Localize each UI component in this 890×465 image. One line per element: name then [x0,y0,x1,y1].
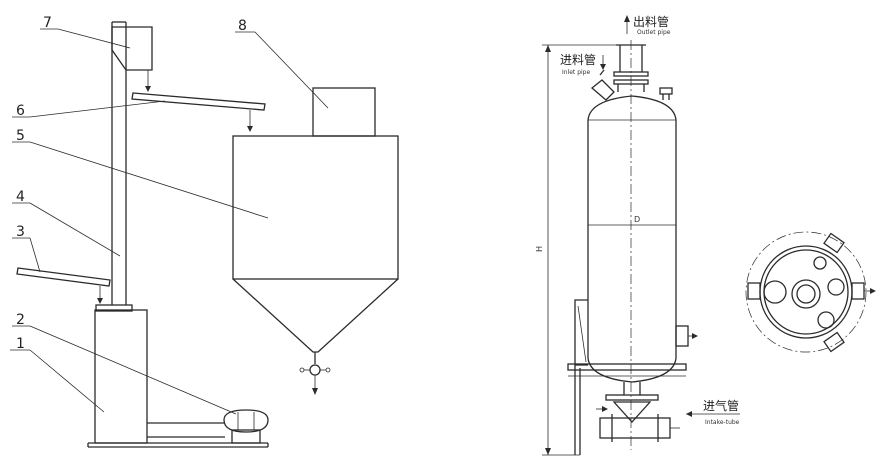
lower-hopper-lip [95,304,133,312]
drive-pipe [147,422,225,438]
plan-right-nozzle [827,278,845,296]
callout-7: 7 [43,15,52,31]
inlet-pipe-label-cn: 进料管 [560,52,596,67]
dim-height-label: H [535,246,544,252]
right-vessel-diagram: H 出料管 Outlet pipe 进料管 Inlet pipe [535,14,740,456]
callout-2: 2 [16,312,25,328]
callout-6: 6 [16,103,25,119]
height-dimension [542,44,640,456]
callout-8: 8 [238,18,247,34]
callout-leaders [10,28,329,415]
vessel-body [587,95,677,383]
component-6-chute [131,92,266,111]
outlet-pipe-label-en: Outlet pipe [637,29,671,36]
base-ring [567,363,687,377]
component-5-tank [232,135,399,364]
inlet-pipe-label-en: Inlet pipe [562,69,590,76]
plan-top-port [813,256,827,270]
intake-assembly [596,382,680,442]
callout-1: 1 [16,336,25,352]
component-4-elevator [111,21,127,305]
callout-5: 5 [16,128,25,144]
left-process-diagram: 1 2 3 4 5 6 7 8 [10,15,399,448]
plan-bottom-port [817,311,835,329]
plan-outer-ring [745,231,867,353]
plan-view [745,231,876,353]
callout-4: 4 [16,189,25,205]
plan-left-nozzle [763,280,787,304]
inlet-pipe [590,69,615,101]
dim-diameter-label: D [634,215,640,224]
discharge-valve [299,364,331,395]
intake-tube-label-cn: 进气管 [703,398,739,413]
component-3-chute [16,267,111,287]
intake-tube-label-en: Intake-tube [705,419,740,426]
side-nozzle [659,87,673,100]
outlet-pipe-label-cn: 出料管 [633,14,669,29]
component-8-box [312,87,376,137]
callout-3: 3 [16,224,25,240]
plan-center-nozzle [791,279,821,309]
right-nozzle [675,325,698,347]
component-7-head [111,26,153,71]
support-bracket [574,299,588,455]
component-2-motor [223,409,269,444]
component-1-body [94,309,148,444]
plan-shell [759,245,853,339]
